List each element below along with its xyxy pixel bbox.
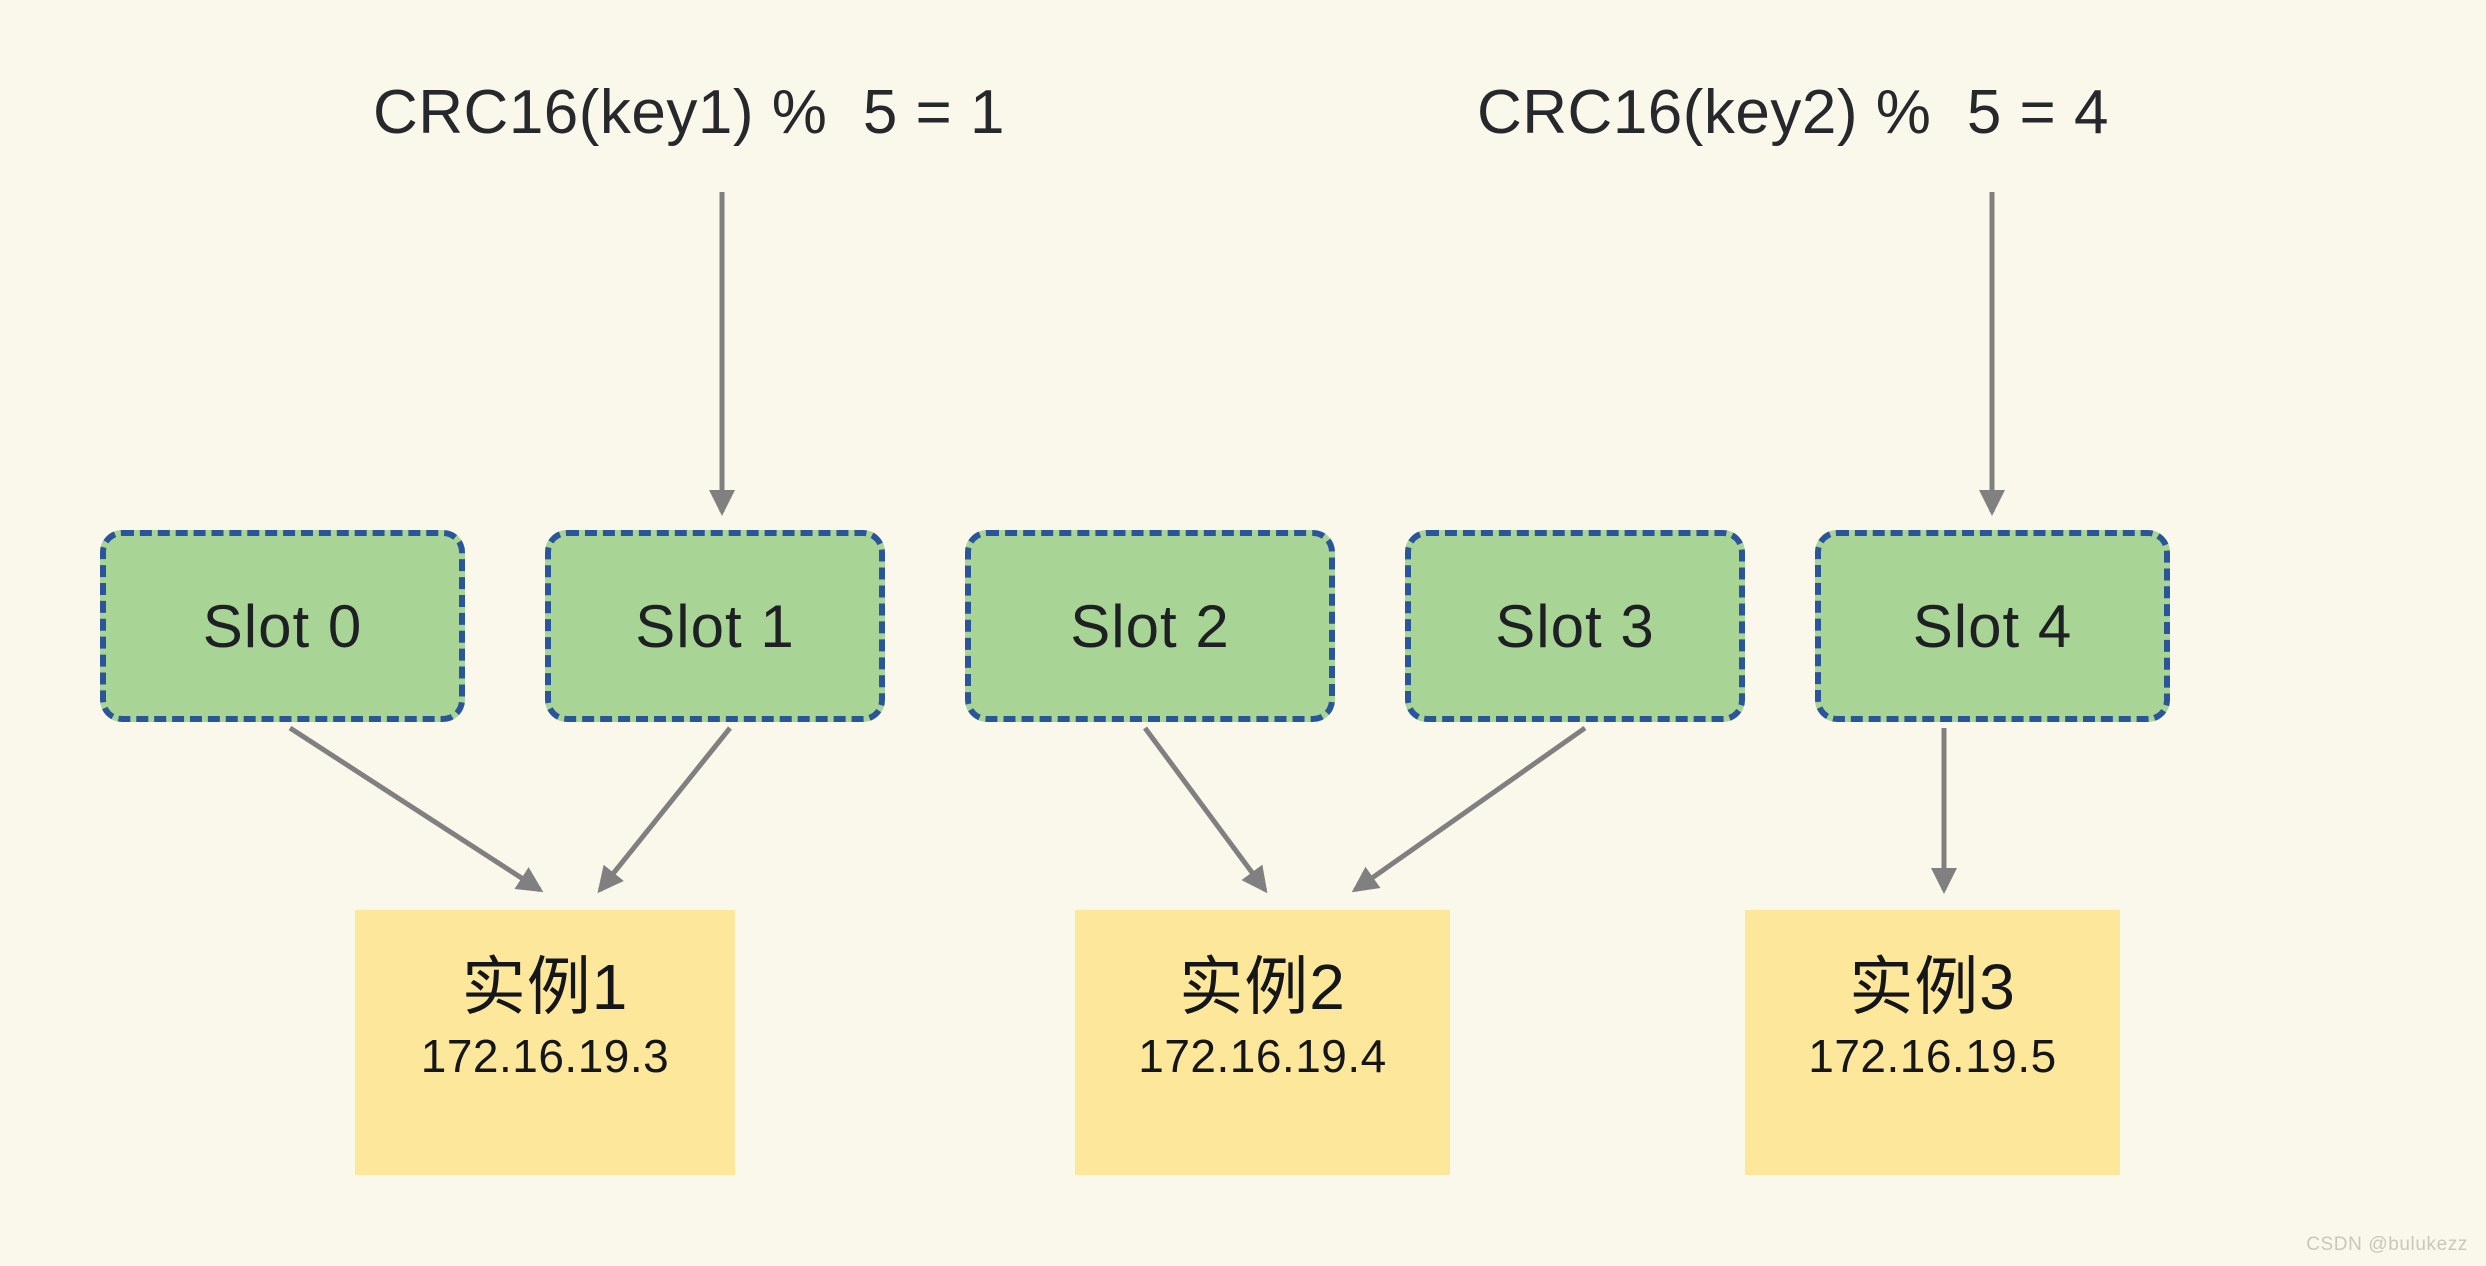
instance-node-1-title: 实例1 xyxy=(461,951,629,1023)
instance-node-3-title: 实例3 xyxy=(1849,951,2016,1023)
arrow-slot3-to-instance2 xyxy=(1351,725,1587,893)
arrow-slot1-to-instance1 xyxy=(597,726,732,894)
instance-node-1-ip: 172.16.19.3 xyxy=(420,1029,670,1082)
instance-node-2-title: 实例2 xyxy=(1179,951,1346,1023)
formula-label-key2: CRC16(key2) % 5 = 4 xyxy=(1477,78,2109,147)
slot-node-1-label: Slot 1 xyxy=(635,592,795,660)
instance-node-3[interactable]: 实例3 172.16.19.5 xyxy=(1745,910,2120,1175)
slot-node-1[interactable]: Slot 1 xyxy=(545,530,885,722)
slot-node-0-label: Slot 0 xyxy=(202,592,363,660)
slot-node-4-label: Slot 4 xyxy=(1912,592,2073,660)
instance-node-2[interactable]: 实例2 172.16.19.4 xyxy=(1075,910,1450,1175)
slot-node-2-label: Slot 2 xyxy=(1070,592,1230,660)
formula-label-key1: CRC16(key1) % 5 = 1 xyxy=(373,78,1005,147)
instance-node-1[interactable]: 实例1 172.16.19.3 xyxy=(355,910,735,1175)
slot-node-0[interactable]: Slot 0 xyxy=(100,530,465,722)
slot-node-3-label: Slot 3 xyxy=(1495,592,1655,660)
slot-node-3[interactable]: Slot 3 xyxy=(1405,530,1745,722)
slot-node-2[interactable]: Slot 2 xyxy=(965,530,1335,722)
arrow-slot2-to-instance2 xyxy=(1142,726,1268,894)
arrow-slot0-to-instance1 xyxy=(288,725,544,893)
slot-node-4[interactable]: Slot 4 xyxy=(1815,530,2170,722)
instance-node-3-ip: 172.16.19.5 xyxy=(1808,1029,2057,1082)
csdn-watermark: CSDN @bulukezz xyxy=(2306,1234,2468,1255)
instance-node-2-ip: 172.16.19.4 xyxy=(1138,1029,1387,1082)
